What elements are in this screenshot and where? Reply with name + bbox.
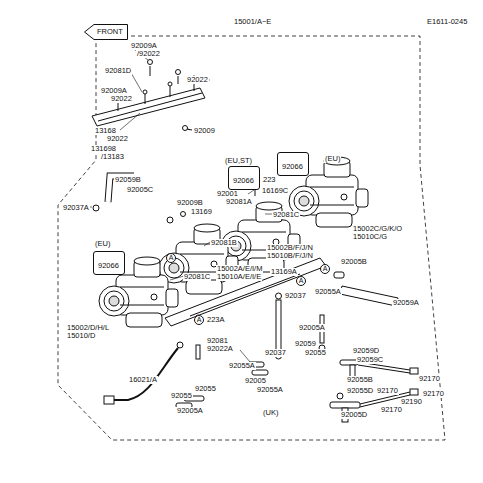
- callout-number: 92009A: [130, 42, 158, 50]
- callout-number: (EU,ST): [224, 157, 253, 165]
- callout-number: 223: [262, 176, 277, 184]
- part-number: 92066: [282, 163, 303, 171]
- callout-number: (EU): [94, 240, 111, 248]
- callout-number: 15010A/E/I/E: [216, 273, 262, 281]
- callout-number: 92055D: [346, 387, 374, 395]
- callout-number: 92170: [380, 406, 403, 414]
- callout-number: 92081B: [210, 239, 238, 247]
- callout-number: 92005D: [340, 411, 368, 419]
- callout-number: 92055B: [346, 376, 374, 384]
- arrow-shape: [85, 25, 128, 40]
- callout-number: 92037A: [62, 204, 90, 212]
- callout-number: 13169A: [270, 268, 298, 276]
- callout-number: 92081D: [104, 67, 132, 75]
- callout-number: 92037: [284, 292, 307, 300]
- callout-number: 92170: [376, 387, 399, 395]
- callout-number: /13183: [100, 153, 125, 161]
- callout-number: 92005A: [176, 407, 204, 415]
- part-box: 92066: [277, 152, 309, 176]
- direction-label: FRONT: [97, 28, 123, 36]
- callout-number: /92022: [136, 50, 161, 58]
- callout-number: 16169C: [261, 187, 289, 195]
- reference-letter: A: [166, 253, 176, 263]
- front-arrow: FRONT: [84, 24, 128, 40]
- callout-number: 92059A: [392, 299, 420, 307]
- callout-number: 92022: [110, 95, 133, 103]
- callout-number: 92170: [422, 390, 445, 398]
- callout-number: 92055: [304, 349, 327, 357]
- callout-number: 15010B/F/J/N: [266, 252, 314, 260]
- callout-number: 15002C/G/K/O: [352, 225, 403, 233]
- callout-number: 92170: [418, 375, 441, 383]
- callout-number: 131698: [90, 145, 117, 153]
- callout-number: 92055A: [228, 362, 256, 370]
- callout-number: 13168: [94, 127, 117, 135]
- callout-number: 15010C/G: [352, 233, 388, 241]
- callout-number: 92022A: [206, 345, 234, 353]
- callout-number: 92005C: [126, 186, 154, 194]
- callout-number: 92059B: [114, 176, 142, 184]
- reference-letter: A: [320, 264, 330, 274]
- callout-number: 92059: [294, 340, 317, 348]
- callout-number: 92005B: [340, 258, 368, 266]
- callout-number: 92055A: [256, 386, 284, 394]
- callout-number: 92055: [170, 392, 193, 400]
- callout-number: 92059D: [352, 347, 380, 355]
- callout-number: 15002/D/H/L: [66, 324, 110, 332]
- callout-number: 92037: [264, 349, 287, 357]
- callout-number: E1611-0245: [426, 18, 468, 26]
- part-number: 92066: [98, 262, 119, 270]
- callout-number: 92190: [400, 398, 423, 406]
- figure-reference: 15001/A~E: [234, 18, 271, 26]
- callout-number: 92055: [194, 385, 217, 393]
- callout-number: 92022: [106, 135, 129, 143]
- callout-number: (UK): [262, 409, 279, 417]
- callout-number: 15002B/F/J/N: [266, 244, 314, 252]
- callout-number: 92081C: [272, 211, 300, 219]
- callout-number: 92081: [206, 337, 229, 345]
- callout-number: 92022: [186, 76, 209, 84]
- callout-number: 223A: [206, 316, 226, 324]
- callout-number: 92081A: [225, 198, 253, 206]
- callout-number: 92005: [244, 377, 267, 385]
- part-box: 92066: [228, 166, 260, 190]
- callout-number: 92005A: [298, 324, 326, 332]
- reference-letter: A: [296, 276, 306, 286]
- callout-number: 92009: [193, 127, 216, 135]
- callout-number: 15010/D: [66, 332, 96, 340]
- callout-number: 92009B: [176, 199, 204, 207]
- callout-number: 15002A/E/I/M: [216, 265, 263, 273]
- reference-letter: A: [194, 315, 204, 325]
- callout-number: 92001: [216, 190, 239, 198]
- callout-number: 92081C: [183, 273, 211, 281]
- callout-number: 92009A: [100, 87, 128, 95]
- callout-number: (EU): [324, 155, 341, 163]
- callout-number: 13169: [190, 208, 213, 216]
- part-box: 92066: [93, 251, 125, 275]
- callout-number: 92055A: [314, 288, 342, 296]
- part-number: 92066: [233, 177, 254, 185]
- callout-number: 16021/A: [128, 376, 158, 384]
- callout-number: 92059C: [356, 356, 384, 364]
